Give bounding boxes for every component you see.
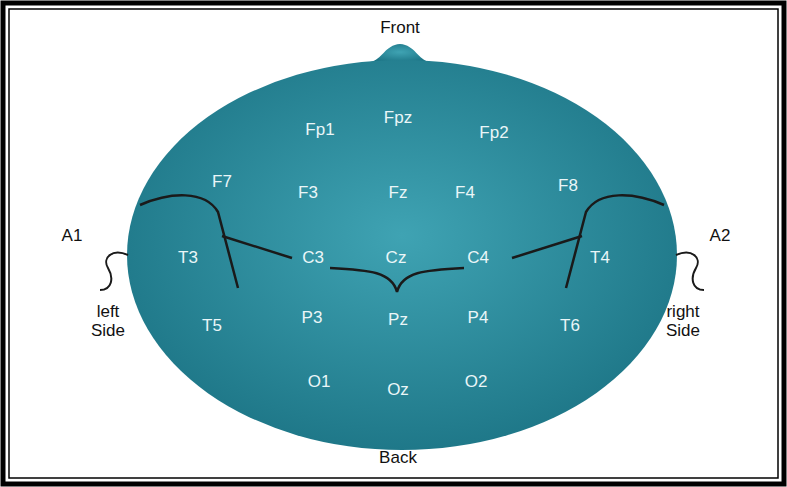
side-label: right Side [658, 303, 708, 340]
electrode-label: T5 [202, 317, 222, 336]
electrode-label: P3 [302, 309, 323, 328]
electrode-label: F7 [212, 173, 232, 192]
outer-frame [3, 3, 784, 484]
electrode-label: Fz [389, 184, 408, 203]
electrode-label: Cz [386, 249, 407, 268]
electrode-label: T6 [560, 317, 580, 336]
electrode-label: P4 [468, 309, 489, 328]
electrode-label: F8 [558, 177, 578, 196]
nose [370, 44, 430, 62]
right-ear-line [566, 195, 664, 288]
electrode-label: F4 [455, 184, 475, 203]
left-ear [100, 253, 128, 290]
side-label: Back [379, 449, 417, 468]
right-ear [676, 253, 704, 290]
electrode-label: Fp1 [305, 121, 334, 140]
ear-label: A1 [62, 227, 83, 246]
electrode-label: Fp2 [479, 124, 508, 143]
side-label: left Side [83, 303, 133, 340]
t3-c3-line [222, 236, 292, 258]
electrode-label: Oz [387, 381, 409, 400]
electrode-label: T3 [178, 249, 198, 268]
electrode-label: Fpz [384, 109, 412, 128]
side-label: Front [380, 19, 420, 38]
inner-frame [9, 9, 778, 478]
bracket-line [330, 268, 464, 292]
electrode-label: F3 [298, 184, 318, 203]
head [127, 60, 677, 450]
ear-label: A2 [710, 227, 731, 246]
t4-c4-line [512, 236, 582, 258]
electrode-label: T4 [590, 249, 610, 268]
left-ear-line [140, 195, 238, 288]
electrode-label: C4 [467, 249, 489, 268]
electrode-label: C3 [302, 249, 324, 268]
electrode-label: Pz [388, 311, 408, 330]
electrode-label: O2 [465, 373, 488, 392]
electrode-label: O1 [308, 373, 331, 392]
